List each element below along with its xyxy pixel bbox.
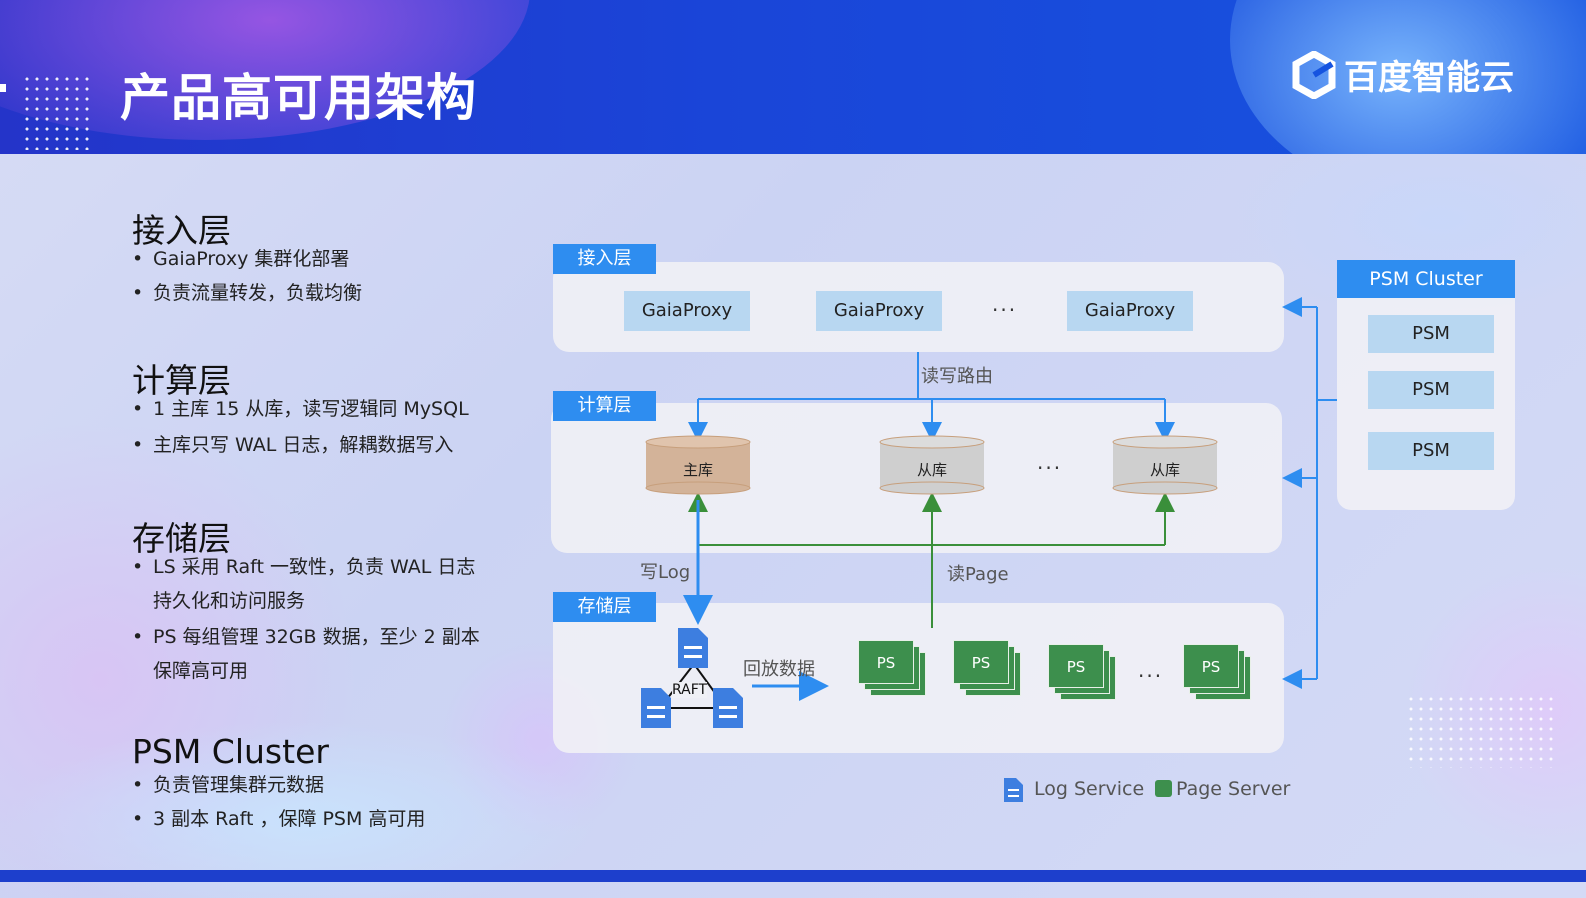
replica-db-label: 从库: [916, 461, 947, 479]
write-log-label: 写Log: [640, 562, 691, 583]
header-banner: 产品高可用架构 百度智能云: [0, 0, 1586, 154]
psm-node: PSM: [1368, 371, 1494, 409]
route-label: 读写路由: [921, 366, 993, 387]
document-icon: [713, 688, 743, 728]
dot-pattern: [22, 74, 94, 150]
psm-connector: [1282, 297, 1337, 689]
replay-label: 回放数据: [743, 659, 815, 680]
gaiaproxy-node: GaiaProxy: [1067, 291, 1193, 331]
document-icon: [678, 628, 708, 668]
section-heading: PSM Cluster: [132, 732, 329, 771]
ellipsis: ···: [992, 298, 1018, 322]
access-layer-tag: 接入层: [553, 244, 656, 274]
bullet-item: 负责管理集群元数据: [132, 768, 324, 802]
compute-layer-tag: 计算层: [553, 391, 656, 421]
header-marker: [0, 84, 6, 92]
replica-db-label: 从库: [1149, 461, 1180, 479]
bullet-item: 主库只写 WAL 日志，解耦数据写入: [132, 428, 453, 462]
read-page-label: 读Page: [947, 564, 1009, 585]
page-server-stack: PS: [953, 640, 1021, 696]
ellipsis: ···: [1138, 664, 1164, 688]
read-page-arrows: [688, 492, 1175, 628]
gaiaproxy-node: GaiaProxy: [624, 291, 750, 331]
ellipsis: ···: [1037, 456, 1063, 480]
brand-logo: 百度智能云: [1292, 50, 1514, 99]
psm-node: PSM: [1368, 315, 1494, 353]
replica-db-icon: [1112, 435, 1218, 495]
raft-label: RAFT: [672, 682, 708, 698]
legend-page-server: Page Server: [1176, 778, 1291, 800]
bullet-item: 负责流量转发，负载均衡: [132, 276, 362, 310]
log-service-legend-icon: [1004, 778, 1023, 802]
brand-name: 百度智能云: [1344, 58, 1514, 98]
dot-pattern: [1406, 694, 1558, 768]
bullet-item: 1 主库 15 从库，读写逻辑同 MySQL: [132, 392, 469, 426]
route-arrows: [688, 352, 1175, 442]
primary-db-label: 主库: [682, 461, 713, 479]
page-server-stack: PS: [1048, 644, 1116, 700]
legend-log-service: Log Service: [1034, 778, 1145, 800]
storage-layer-tag: 存储层: [553, 592, 656, 622]
bullet-item: GaiaProxy 集群化部署: [132, 242, 349, 276]
psm-cluster-title: PSM Cluster: [1337, 260, 1515, 298]
hexagon-cube-icon: [1292, 50, 1336, 99]
page-server-legend-icon: [1155, 780, 1172, 797]
page-server-stack: PS: [1183, 644, 1251, 700]
bottom-bar: [0, 870, 1586, 882]
bullet-item: 3 副本 Raft ，保障 PSM 高可用: [132, 802, 425, 836]
gaiaproxy-node: GaiaProxy: [816, 291, 942, 331]
page-title: 产品高可用架构: [120, 69, 477, 127]
replica-db-icon: [879, 435, 985, 495]
psm-node: PSM: [1368, 432, 1494, 470]
document-icon: [641, 688, 671, 728]
primary-db-icon: [645, 435, 751, 495]
page-server-stack: PS: [858, 640, 926, 696]
